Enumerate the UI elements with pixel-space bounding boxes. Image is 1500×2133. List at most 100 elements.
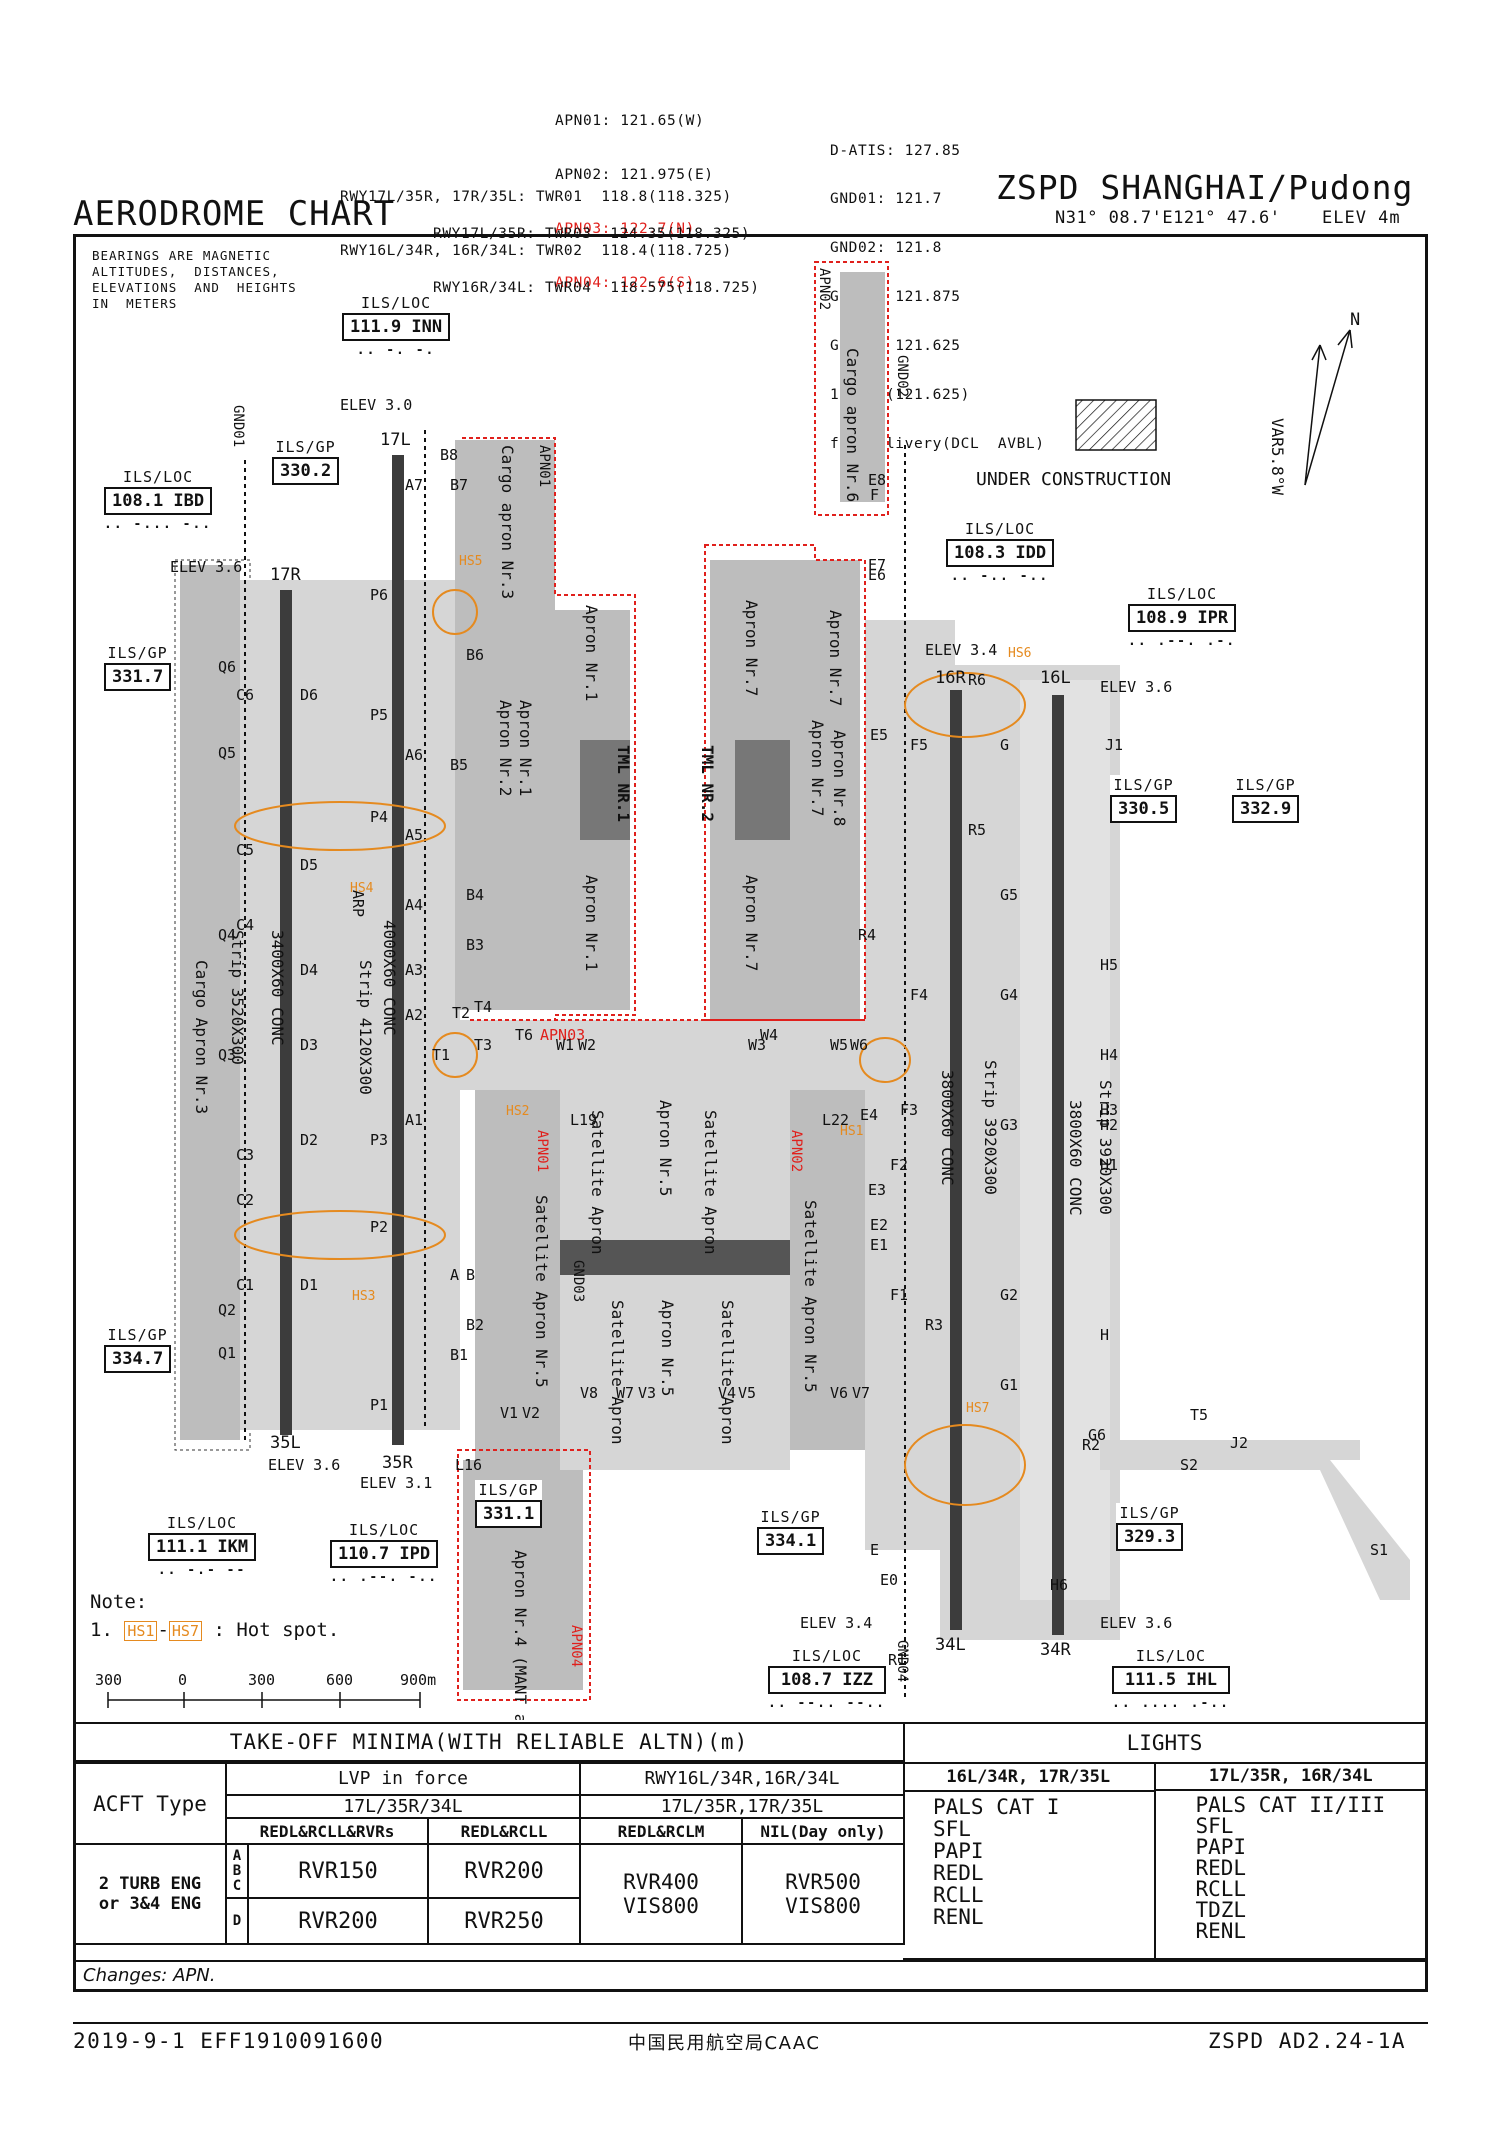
navaid-value: 330.2	[272, 457, 340, 485]
gnd02-freq: GND02: 121.8	[830, 240, 942, 257]
hotspot-hs4	[234, 801, 446, 851]
navaid-morse: .. .--. .-.	[1128, 634, 1237, 649]
navaid-type: ILS/LOC	[166, 1514, 238, 1532]
apron-label-sat2: Satellite Apron	[701, 1110, 720, 1255]
zone-apn01b: APN01	[534, 1130, 550, 1172]
apn04-boundary	[457, 1449, 591, 1701]
taxiway-label-w3: W3	[748, 1036, 766, 1054]
taxiway-label-b6: B6	[466, 646, 484, 664]
taxiway-label-v8: V8	[580, 1384, 598, 1402]
taxiway-label-s1: S1	[1370, 1541, 1388, 1559]
elev-label-2: ELEV 3.6	[170, 558, 242, 576]
runway-16l-34r	[1052, 695, 1064, 1635]
taxiway-label-g5: G5	[1000, 886, 1018, 904]
hs3-label: HS3	[352, 1289, 375, 1304]
navaid-value: 108.3 IDD	[946, 539, 1055, 567]
navaid-value: 332.9	[1232, 795, 1300, 823]
note-1-text: : Hot spot.	[213, 1619, 340, 1641]
navaid-morse: .. -.- --	[157, 1563, 247, 1578]
abc-col2: RVR200	[427, 1843, 581, 1899]
taxiway-label-t4: T4	[474, 998, 492, 1016]
cat-abc: A B C	[225, 1843, 249, 1899]
runway-16r-strip: Strip 3920X300	[981, 1060, 1000, 1195]
zone-apn02: APN02	[816, 268, 832, 310]
navaid-value: 110.7 IPD	[330, 1540, 439, 1568]
runway-35r-end: 35R	[382, 1453, 413, 1473]
satellite-link	[560, 1240, 790, 1275]
taxiway-label-a1: A1	[405, 1111, 423, 1129]
engine-cell: 2 TURB ENG or 3&4 ENG	[73, 1843, 227, 1945]
hs2-label: HS2	[506, 1104, 529, 1119]
lights-title: LIGHTS	[903, 1724, 1426, 1764]
navaid-111.9-inn: ILS/LOC 111.9 INN .. -. -.	[342, 293, 451, 361]
other-header: RWY16L/34R,16R/34L	[579, 1762, 905, 1796]
taxiway-label-b2: B2	[466, 1316, 484, 1334]
runway-16l-end: 16L	[1040, 668, 1071, 688]
taxiway-label-h2: H2	[1100, 1116, 1118, 1134]
tml2-pier	[735, 740, 790, 840]
d-col1: RVR200	[247, 1897, 429, 1945]
taxiway-label-p6: P6	[370, 586, 388, 604]
navaid-value: 111.9 INN	[342, 313, 451, 341]
taxiway-label-v2: V2	[522, 1404, 540, 1422]
taxiway-label-p1: P1	[370, 1396, 388, 1414]
navaid-108.1-ibd: ILS/LOC 108.1 IBD .. -... -..	[104, 467, 213, 535]
hs4-label: HS4	[350, 881, 374, 896]
north-label: N	[1350, 310, 1360, 330]
airport-map: 17R 35L 17L 35R 16R 34L 16L 34R 3400X60 …	[95, 261, 1410, 1720]
zone-gnd02: GND02	[894, 355, 910, 397]
navaid-110.7-ipd: ILS/LOC 110.7 IPD .. .--. -..	[330, 1520, 439, 1588]
apron-label-7d: Apron Nr.7	[826, 610, 845, 706]
navaid-330.5: ILS/GP 330.5	[1110, 775, 1178, 823]
navaid-type: ILS/LOC	[348, 1521, 420, 1539]
taxiway-label-r4: R4	[858, 926, 876, 944]
apron-label-7c: Apron Nr.7	[742, 875, 761, 971]
taxiway-label-l16: L16	[455, 1456, 482, 1474]
apron-label-8: Apron Nr.8	[830, 730, 849, 826]
navaid-331.1: ILS/GP 331.1	[475, 1480, 543, 1528]
note-1-dash: -	[157, 1619, 169, 1641]
taxiway-label-a6: A6	[405, 746, 423, 764]
taxiway-label-w7: W7	[616, 1384, 634, 1402]
hotspot-hs6	[904, 672, 1026, 738]
taxiway-label-w4: W4	[760, 1026, 778, 1044]
east-outer-area	[1020, 680, 1110, 1600]
cat-d: D	[225, 1897, 249, 1945]
cat-a: A	[232, 1847, 242, 1864]
elev-label-3: ELEV 3.4	[925, 641, 997, 659]
taxiway-label-a7: A7	[405, 476, 423, 494]
taxiway-label-e3: E3	[868, 1181, 886, 1199]
tower-frequencies-2: RWY17L/35R: TWR03 124.35(118.325) RWY16R…	[433, 189, 760, 315]
minima-table: ACFT Type LVP in force RWY16L/34R,16R/34…	[73, 1762, 905, 1945]
navaid-type: ILS/LOC	[1146, 585, 1218, 603]
zone-apn04: APN04	[568, 1625, 584, 1667]
scale-300b: 300	[248, 1671, 275, 1689]
taxiway-label-a: A	[450, 1266, 459, 1284]
taxiway-label-h6: H6	[1050, 1576, 1068, 1594]
apron-label-1a: Apron Nr.1	[582, 605, 601, 701]
taxiway-label-g1: G1	[1000, 1376, 1018, 1394]
taxiway-label-h1: H1	[1100, 1156, 1118, 1174]
taxiway-label-e2: E2	[870, 1216, 888, 1234]
tml2-label: TML NR.2	[698, 745, 717, 822]
aerodrome-name: ZSPD SHANGHAI/Pudong	[996, 168, 1414, 207]
taxiway-label-w1: W1	[556, 1036, 574, 1054]
footer-rule	[73, 2022, 1428, 2024]
all-col3: RVR400 VIS800	[579, 1843, 743, 1945]
navaid-value: 330.5	[1110, 795, 1178, 823]
navaid-330.2: ILS/GP 330.2	[272, 437, 340, 485]
changes-text: Changes: APN.	[83, 1965, 216, 1986]
taxiway-label-r6: R6	[968, 671, 986, 689]
apron-label-7b: Apron Nr.7	[808, 720, 827, 816]
taxiway-label-q1: Q1	[218, 1344, 236, 1362]
lights-right: 17L/35R, 16R/34L PALS CAT II/III SFL PAP…	[1155, 1764, 1426, 1960]
hotspot-hs2	[432, 1032, 478, 1078]
navaid-type: ILS/GP	[1113, 776, 1174, 794]
apn04-freq: APN04: 122.6(S)	[555, 275, 695, 291]
hotspot-hs3	[234, 1210, 446, 1260]
minima-title-box: TAKE-OFF MINIMA(WITH RELIABLE ALTN)(m)	[73, 1722, 905, 1762]
navaid-type: ILS/LOC	[964, 520, 1036, 538]
navaid-morse: .. -.. -..	[950, 569, 1050, 584]
navaid-value: 111.5 IHL	[1112, 1666, 1230, 1694]
taxiway-label-c5: C5	[236, 841, 254, 859]
